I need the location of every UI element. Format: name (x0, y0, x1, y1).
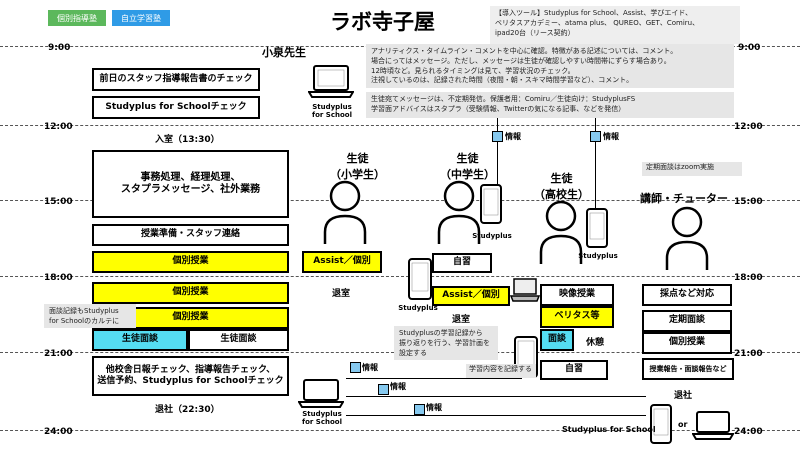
tutor-regular-interview: 定期面談 (642, 310, 732, 332)
task-studyplus-check: Studyplus for Schoolチェック (92, 96, 260, 119)
task-lesson1: 個別授業 (92, 251, 289, 273)
laptop-icon (692, 411, 734, 440)
time-label-left: 9:00 (48, 43, 71, 53)
task-lesson2: 個別授業 (92, 282, 289, 304)
note-interview-record: 面談記録もStudyplus for Schoolのカルテに (44, 304, 136, 328)
page-title: ラボ寺子屋 (330, 10, 435, 34)
info-label: 情報 (390, 382, 406, 391)
info-label: 情報 (505, 132, 521, 141)
person-icon (437, 180, 481, 244)
badge-kobetsu: 個別指導塾 (48, 10, 106, 26)
junior-assist: Assist／個別 (432, 286, 510, 306)
time-label-left: 12:00 (44, 122, 73, 132)
tools-note: 【導入ツール】Studyplus for School、Assist、学びエイド… (490, 6, 740, 44)
time-label-right: 18:00 (734, 273, 763, 283)
high-video: 映像授業 (540, 284, 614, 306)
high-rest: 休憩 (586, 338, 605, 348)
junior-self-study-2: 自習 (540, 360, 608, 380)
bottom-studyplus-label: Studyplus for School (562, 425, 656, 434)
time-label-right: 9:00 (738, 43, 761, 53)
smartphone-icon (586, 208, 608, 248)
laptop-label: Studyplus for School (312, 103, 352, 120)
tutor-lesson: 個別授業 (642, 332, 732, 354)
tutor-label: 講師・チューター (640, 192, 728, 205)
time-label-left: 21:00 (44, 349, 73, 359)
junior-self-study: 自習 (432, 253, 492, 273)
laptop-icon (298, 379, 344, 408)
note-analytics: アナリティクス・タイムライン・コメントを中心に確認。特徴がある記述については、コ… (366, 44, 734, 88)
high-interview: 面談 (540, 329, 574, 351)
task-interview-cyan: 生徒面談 (92, 329, 188, 351)
person-icon (665, 206, 709, 270)
badge-jiritsu: 自立学習塾 (112, 10, 170, 26)
note-review: Studyplusの学習記録から 振り返りを行う、学習計画を 設定する (394, 326, 498, 360)
student-junior-label: 生徒 （中学生） (440, 152, 495, 181)
laptop-icon (510, 278, 540, 302)
smartphone-icon (650, 404, 672, 444)
laptop-label: Studyplus for School (302, 410, 342, 427)
tutor-grading: 採点など対応 (642, 284, 732, 306)
phone-label: Studyplus (472, 232, 512, 240)
time-label-right: 12:00 (734, 122, 763, 132)
tutor-exit: 退社 (674, 391, 693, 401)
note-record-content: 学習内容を記録する (466, 364, 536, 378)
time-label-right: 15:00 (734, 197, 763, 207)
info-label: 情報 (362, 363, 378, 372)
student-elementary-label: 生徒 （小学生） (330, 152, 385, 181)
info-label: 情報 (603, 132, 619, 141)
exit-label: 退社（22:30） (155, 405, 220, 415)
or-label: or (678, 420, 688, 429)
info-label: 情報 (426, 403, 442, 412)
smartphone-icon (480, 184, 502, 224)
time-label-left: 18:00 (44, 273, 73, 283)
task-prep: 授業準備・スタッフ連絡 (92, 224, 289, 246)
time-label-left: 24:00 (44, 427, 73, 437)
time-label-right: 21:00 (734, 349, 763, 359)
task-report-check: 前日のスタッフ指導報告書のチェック (92, 68, 260, 91)
junior-exit: 退室 (452, 315, 471, 325)
elementary-exit: 退室 (332, 289, 351, 299)
teacher-name: 小泉先生 (262, 46, 306, 59)
time-label-right: 24:00 (734, 427, 763, 437)
person-icon (539, 200, 583, 264)
note-zoom: 定期面談はzoom実施 (642, 162, 742, 176)
tutor-report: 授業報告・面談報告など (642, 358, 734, 380)
time-label-left: 15:00 (44, 197, 73, 207)
entry-label: 入室（13:30） (155, 135, 220, 145)
elementary-assist: Assist／個別 (302, 251, 382, 273)
smartphone-icon (408, 258, 432, 300)
laptop-icon (308, 65, 354, 98)
task-office: 事務処理、経理処理、 スタプラメッセージ、社外業務 (92, 150, 289, 218)
task-interview: 生徒面談 (188, 329, 289, 351)
phone-label: Studyplus (578, 252, 618, 260)
person-icon (323, 180, 367, 244)
task-final: 他校舎日報チェック、指導報告チェック、 送信予約、Studyplus for S… (92, 356, 289, 396)
task-lesson3: 個別授業 (92, 307, 289, 329)
student-high-label: 生徒 （高校生） (534, 172, 589, 201)
phone-label: Studyplus (398, 304, 438, 312)
high-veritas: ベリタス等 (540, 306, 614, 328)
note-guardian: 生徒宛てメッセージは、不定期発信。保護者用：Comiru／生徒向け：Studyp… (366, 92, 734, 118)
